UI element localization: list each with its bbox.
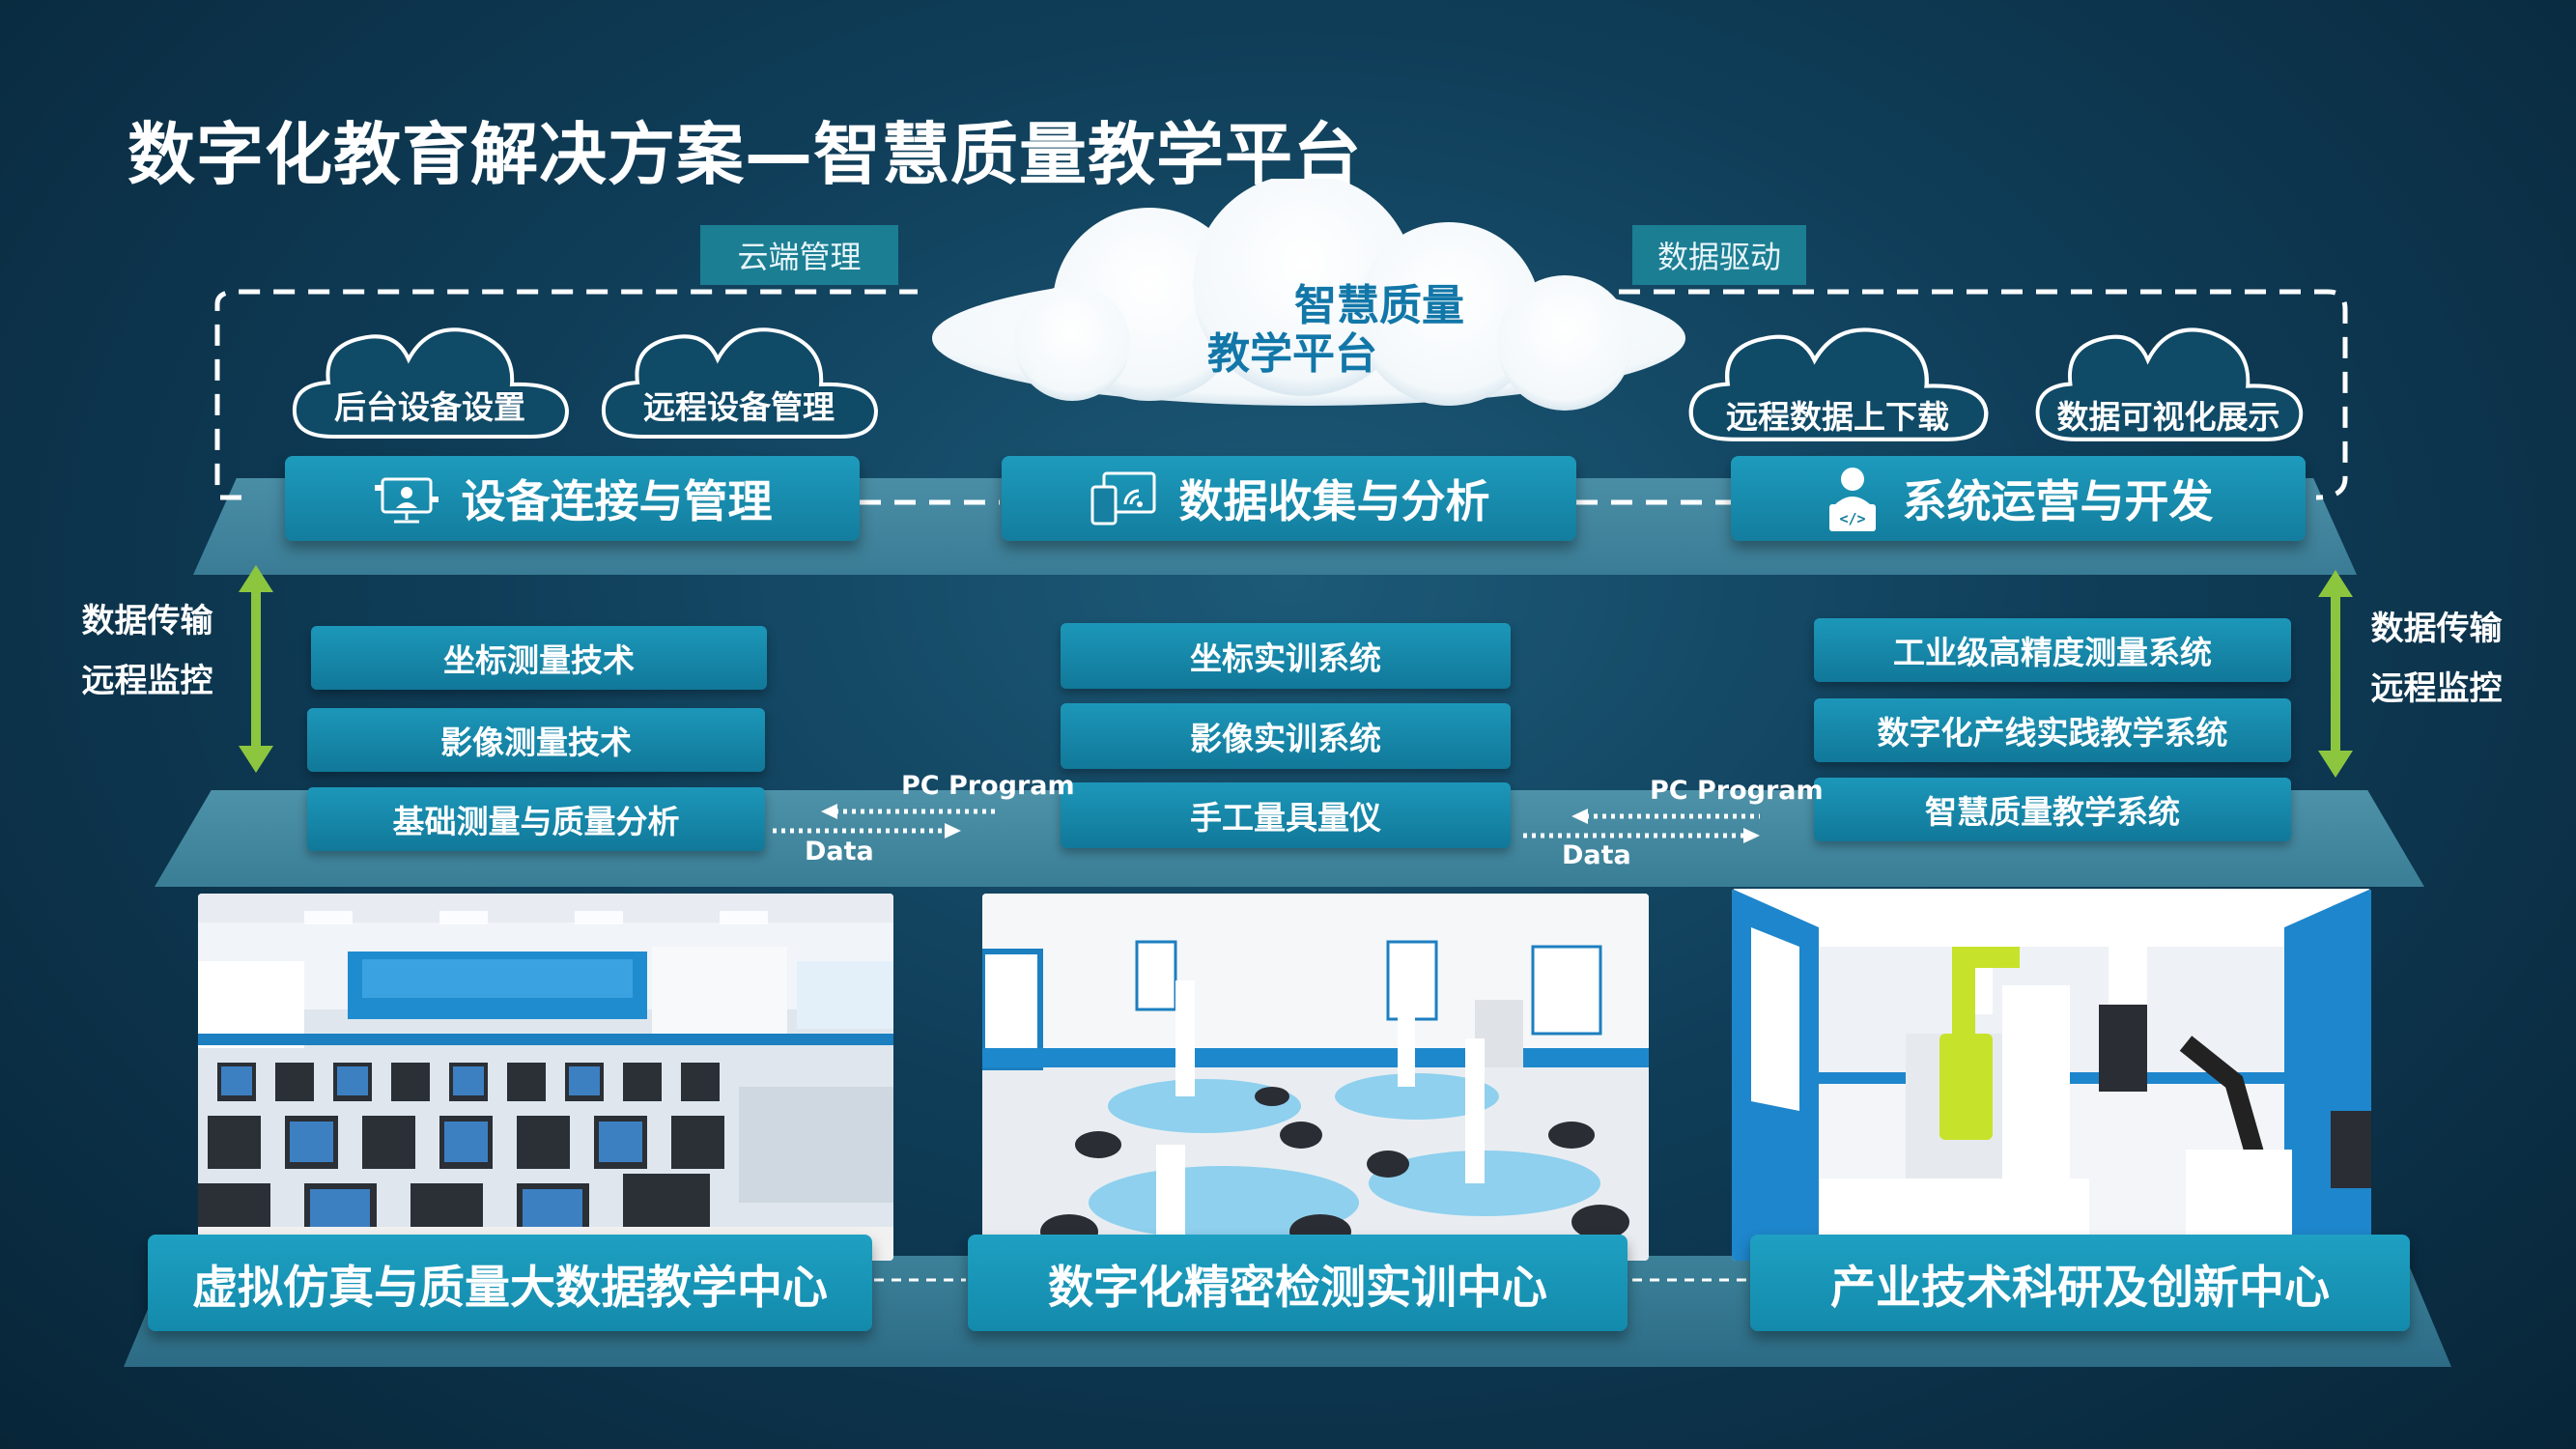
platform-name-line2: 教学平台 xyxy=(1207,329,1377,379)
data-collection-icon xyxy=(1090,471,1155,526)
center-virtual-simulation: 虚拟仿真与质量大数据教学中心 xyxy=(148,1235,872,1331)
cloud-outline-icon xyxy=(1688,327,1989,441)
capability-cmm-training-system: 坐标实训系统 xyxy=(1061,623,1511,689)
innovation-lab-photo xyxy=(1732,889,2371,1261)
side-label-remote-monitor: 远程监控 xyxy=(81,662,213,700)
page-title: 数字化教育解决方案—智慧质量教学平台 xyxy=(127,115,1362,194)
module-label: 设备连接与管理 xyxy=(461,475,773,527)
flow-label-pc-program: PC Program xyxy=(901,771,1075,801)
platform-cloud-icon xyxy=(932,179,1685,411)
cloud-management-tag: 云端管理 xyxy=(700,225,898,285)
center-research-innovation: 产业技术科研及创新中心 xyxy=(1750,1235,2410,1331)
center-precision-inspection: 数字化精密检测实训中心 xyxy=(968,1235,1628,1331)
cloud-feature-remote-device-mgmt: 远程设备管理 xyxy=(643,388,835,426)
module-system-operation: </> 系统运营与开发 xyxy=(1731,456,2306,541)
side-label-data-transfer: 数据传输 xyxy=(81,602,213,640)
module-device-connection: 设备连接与管理 xyxy=(285,456,860,541)
capability-digital-production-line: 数字化产线实践教学系统 xyxy=(1814,698,2291,762)
flow-label-pc-program: PC Program xyxy=(1650,776,1824,806)
bidirectional-dotted-arrow-icon xyxy=(1523,809,1760,843)
cloud-outline-icon xyxy=(601,327,879,439)
module-data-collection: 数据收集与分析 xyxy=(1002,456,1576,541)
side-label-data-transfer: 数据传输 xyxy=(2370,610,2503,648)
module-label: 系统运营与开发 xyxy=(1902,475,2214,527)
platform-name-line1: 智慧质量 xyxy=(1294,281,1464,330)
capability-basic-measurement: 基础测量与质量分析 xyxy=(307,787,765,851)
computer-lab-photo xyxy=(198,894,893,1261)
double-arrow-icon xyxy=(2318,570,2353,778)
cloud-outline-icon xyxy=(292,327,570,439)
capability-smart-quality-teaching: 智慧质量教学系统 xyxy=(1814,778,2291,841)
capability-industrial-measurement: 工业级高精度测量系统 xyxy=(1814,618,2291,682)
flow-label-data: Data xyxy=(1562,840,1631,870)
training-center-photo xyxy=(982,894,1649,1261)
side-labels-right: 数据传输 远程监控 xyxy=(2357,599,2516,719)
side-labels-left: 数据传输 远程监控 xyxy=(68,591,227,711)
capability-vision-measurement: 影像测量技术 xyxy=(307,708,765,772)
capability-vision-training-system: 影像实训系统 xyxy=(1061,703,1511,769)
side-label-remote-monitor: 远程监控 xyxy=(2370,669,2503,708)
device-connection-icon xyxy=(374,477,439,524)
developer-icon: </> xyxy=(1828,468,1876,531)
svg-text:</>: </> xyxy=(1839,510,1865,527)
cloud-feature-data-visualization: 数据可视化展示 xyxy=(2056,398,2280,436)
double-arrow-icon xyxy=(239,565,273,773)
bidirectional-dotted-arrow-icon xyxy=(773,804,1000,838)
cloud-feature-backend-settings: 后台设备设置 xyxy=(334,388,525,426)
data-driven-tag: 数据驱动 xyxy=(1632,225,1806,285)
capability-hand-gauges: 手工量具量仪 xyxy=(1061,782,1511,848)
cloud-outline-icon xyxy=(2035,327,2304,441)
module-label: 数据收集与分析 xyxy=(1178,475,1490,527)
cloud-feature-remote-data-transfer: 远程数据上下载 xyxy=(1726,398,1949,436)
capability-cmm-technology: 坐标测量技术 xyxy=(311,626,767,690)
flow-label-data: Data xyxy=(805,837,874,867)
